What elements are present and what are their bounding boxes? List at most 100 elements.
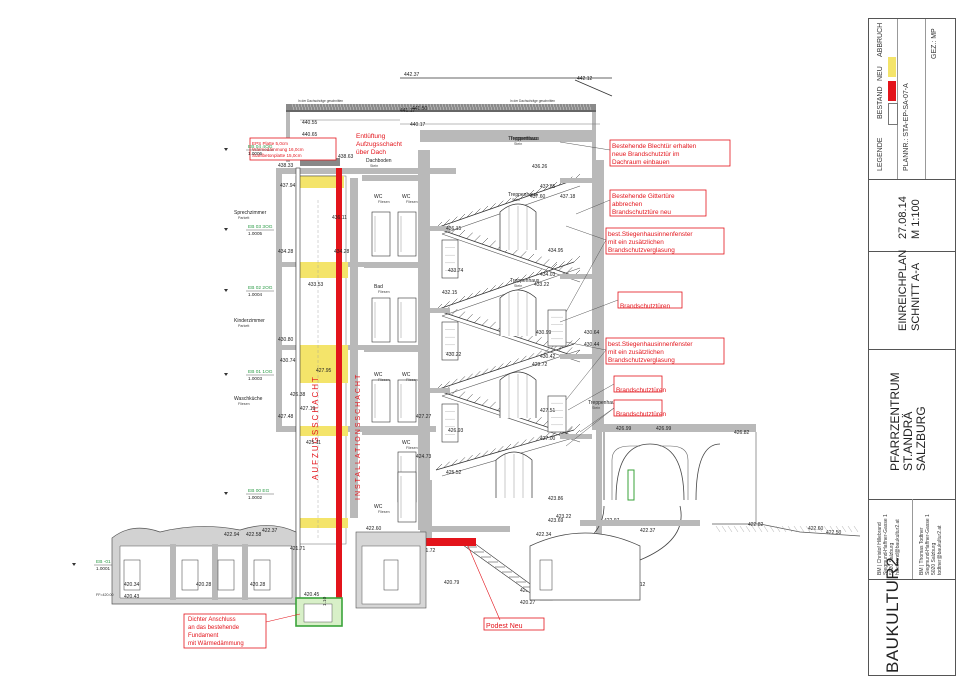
stair-tread (520, 355, 527, 363)
red-note-box (609, 139, 731, 167)
stair-tread (543, 184, 550, 191)
stair-tread (550, 261, 558, 269)
stair-tread (443, 301, 450, 308)
elevation-label: 440.65 (302, 132, 318, 138)
stair-tread (497, 363, 504, 370)
roof-hatch (336, 103, 340, 111)
red-note-box (609, 189, 707, 217)
stair-tread (489, 365, 496, 373)
stair-tread (504, 279, 512, 287)
roof-hatch (381, 103, 385, 111)
roof-hatch (441, 103, 445, 111)
red-note-text: best.Stiegenhausinnenfenster (608, 231, 693, 238)
exhaust-note: über Dach (356, 149, 386, 156)
elevation-label: 433.22 (534, 282, 550, 288)
elevation-label: 430.80 (278, 337, 294, 343)
stair-tread (535, 187, 542, 194)
legend-swatch-abbruch (888, 57, 896, 77)
stair-landing (430, 226, 450, 231)
elevation-label: 430.64 (584, 330, 600, 336)
installation-shaft-label: INSTALLATIONSSCHACHT (355, 373, 362, 500)
terrain-hatch (787, 525, 793, 533)
red-note-text: neue Brandschutztür im (612, 151, 680, 158)
elevation-label: 432.15 (442, 290, 458, 296)
red-note-text: Brandschutzverglasung (608, 247, 675, 254)
room-floor: Stein (370, 164, 378, 168)
floor-tag: EB -01 KG (96, 559, 119, 565)
lift-shaft-label: AUFZUGSSCHACHT (311, 375, 320, 480)
stair-tread (512, 277, 519, 284)
terrain-hatch (727, 525, 733, 533)
door (397, 471, 417, 523)
roof-hatch (420, 103, 424, 111)
stair-tread (466, 293, 473, 300)
room-name: Sprechzimmer (234, 210, 267, 216)
demolition-zone (296, 518, 348, 528)
slab (362, 430, 422, 435)
elevation-label: 430.99 (536, 330, 552, 336)
stair-door (441, 239, 459, 279)
roof-hatch (363, 103, 367, 111)
stair-tread (466, 394, 473, 401)
room-floor: Fliesen (378, 200, 390, 204)
elevation-label: 438.63 (338, 154, 354, 160)
roof-hatch (426, 103, 430, 111)
terrain-hatch (739, 525, 745, 533)
roof-hatch (582, 103, 586, 111)
roof-hatch (438, 103, 442, 111)
floor-elevation: 1.0002 (248, 495, 262, 500)
stair-stringer (435, 343, 575, 391)
elevation-label: 422.94 (224, 532, 240, 538)
stair-tread (512, 195, 519, 202)
roof-hatch (357, 103, 361, 111)
stair-tread (474, 235, 481, 242)
elevation-label: 437.60 (530, 194, 546, 200)
stair-tread (451, 378, 458, 386)
floor-tag: EB 03 3OG (248, 224, 273, 230)
roof-hatch (525, 103, 529, 111)
leader-line (579, 407, 615, 433)
floor-elevation: 1.0003 (248, 376, 262, 381)
roof-hatch (402, 103, 406, 111)
level-marker (224, 373, 228, 376)
door (397, 379, 417, 423)
terrain-hatch (799, 525, 805, 533)
stair-tread (451, 308, 458, 316)
exhaust-note: Entlüftung (356, 133, 386, 140)
stair-tread (474, 316, 481, 323)
red-note-text: mit ein zusätzlichen (608, 239, 664, 246)
shaft-edge (295, 167, 301, 609)
stair-tread (458, 295, 466, 303)
fundament-note: Fundament (188, 633, 219, 639)
roof-hatch (516, 103, 520, 111)
roof-hatch (486, 103, 490, 111)
roof-hatch (450, 103, 454, 111)
stair-door (547, 309, 567, 347)
roof-hatch (579, 103, 583, 111)
roof-hatch (345, 103, 349, 111)
elevation-label: 426.99 (656, 426, 672, 432)
elevation-label: 430.22 (446, 352, 462, 358)
elevation-label: 437.85 (540, 184, 556, 190)
basement-wall (212, 544, 218, 600)
roof-hatch (537, 103, 541, 111)
slab (364, 348, 420, 352)
elevation-label: 427.48 (278, 414, 294, 420)
roof-hatch (351, 103, 355, 111)
basement-wall (170, 544, 176, 600)
room-name: WC (402, 194, 411, 200)
roof-hatch (531, 103, 535, 111)
elevation-label: 423.22 (556, 514, 572, 520)
roof-hatch (399, 103, 403, 111)
stair-tread (481, 319, 489, 326)
stair-stringer (435, 227, 575, 277)
terrain-hatch (847, 525, 853, 533)
arch-door (627, 469, 635, 501)
origin-note: FF=420.00 (96, 593, 113, 597)
right-roof-slab (596, 424, 756, 432)
roof-hatch (558, 103, 562, 111)
terrain-hatch (751, 525, 757, 533)
stair-tread (458, 213, 466, 221)
door (397, 297, 417, 343)
